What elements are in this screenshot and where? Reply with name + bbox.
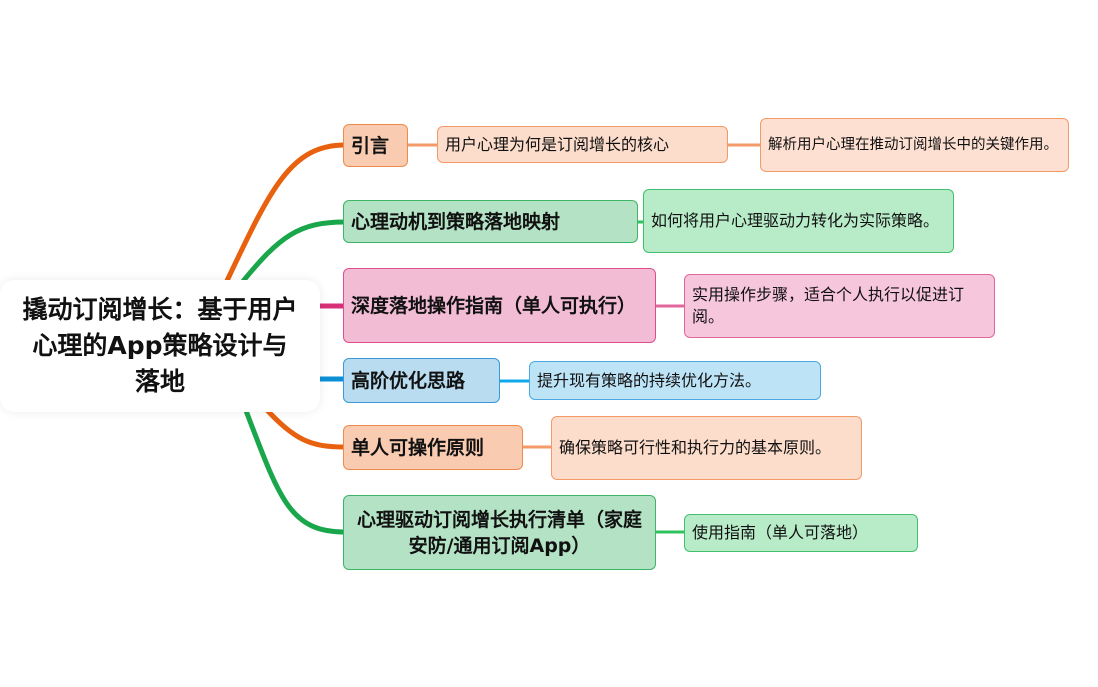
subtopic-label: 如何将用户心理驱动力转化为实际策略。 xyxy=(651,211,940,230)
subtopic-label: 确保策略可行性和执行力的基本原则。 xyxy=(559,438,832,457)
subtopic-label: 使用指南（单人可落地） xyxy=(692,523,869,542)
connector-checklist xyxy=(242,405,348,535)
subtopic-label: 解析用户心理在推动订阅增长中的关键作用。 xyxy=(768,137,1058,153)
topic-principles[interactable]: 单人可操作原则 xyxy=(343,425,523,470)
subtopic-label: 提升现有策略的持续优化方法。 xyxy=(537,370,762,390)
topic-label: 深度落地操作指南（单人可执行） xyxy=(351,294,637,317)
topic-checklist[interactable]: 心理驱动订阅增长执行清单（家庭安防/通用订阅App） xyxy=(343,495,656,570)
subtopic-principles[interactable]: 确保策略可行性和执行力的基本原则。 xyxy=(551,416,862,480)
subtopic-mapping[interactable]: 如何将用户心理驱动力转化为实际策略。 xyxy=(643,189,954,253)
connector-mapping xyxy=(237,219,348,288)
subtopic-intro-detail[interactable]: 解析用户心理在推动订阅增长中的关键作用。 xyxy=(760,118,1069,172)
subtopic-label: 实用操作步骤，适合个人执行以促进订阅。 xyxy=(692,285,965,326)
connector-principles xyxy=(262,405,348,450)
topic-label: 高阶优化思路 xyxy=(351,369,466,392)
subtopic-label: 用户心理为何是订阅增长的核心 xyxy=(445,134,670,154)
topic-label: 单人可操作原则 xyxy=(351,436,485,459)
topic-intro[interactable]: 引言 xyxy=(343,124,408,167)
root-topic[interactable]: 撬动订阅增长：基于用户心理的App策略设计与落地 xyxy=(0,280,320,412)
topic-label: 心理驱动订阅增长执行清单（家庭安防/通用订阅App） xyxy=(356,508,642,557)
topic-mapping[interactable]: 心理动机到策略落地映射 xyxy=(343,200,638,243)
subtopic-advanced[interactable]: 提升现有策略的持续优化方法。 xyxy=(529,361,821,400)
topic-guide[interactable]: 深度落地操作指南（单人可执行） xyxy=(343,268,656,343)
topic-advanced[interactable]: 高阶优化思路 xyxy=(343,358,500,403)
connector-intro xyxy=(222,142,348,288)
topic-label: 心理动机到策略落地映射 xyxy=(351,210,561,233)
root-title: 撬动订阅增长：基于用户心理的App策略设计与落地 xyxy=(22,295,298,396)
subtopic-intro-core[interactable]: 用户心理为何是订阅增长的核心 xyxy=(437,126,728,163)
subtopic-checklist[interactable]: 使用指南（单人可落地） xyxy=(684,514,918,552)
subtopic-guide[interactable]: 实用操作步骤，适合个人执行以促进订阅。 xyxy=(684,274,995,338)
topic-label: 引言 xyxy=(351,134,390,157)
